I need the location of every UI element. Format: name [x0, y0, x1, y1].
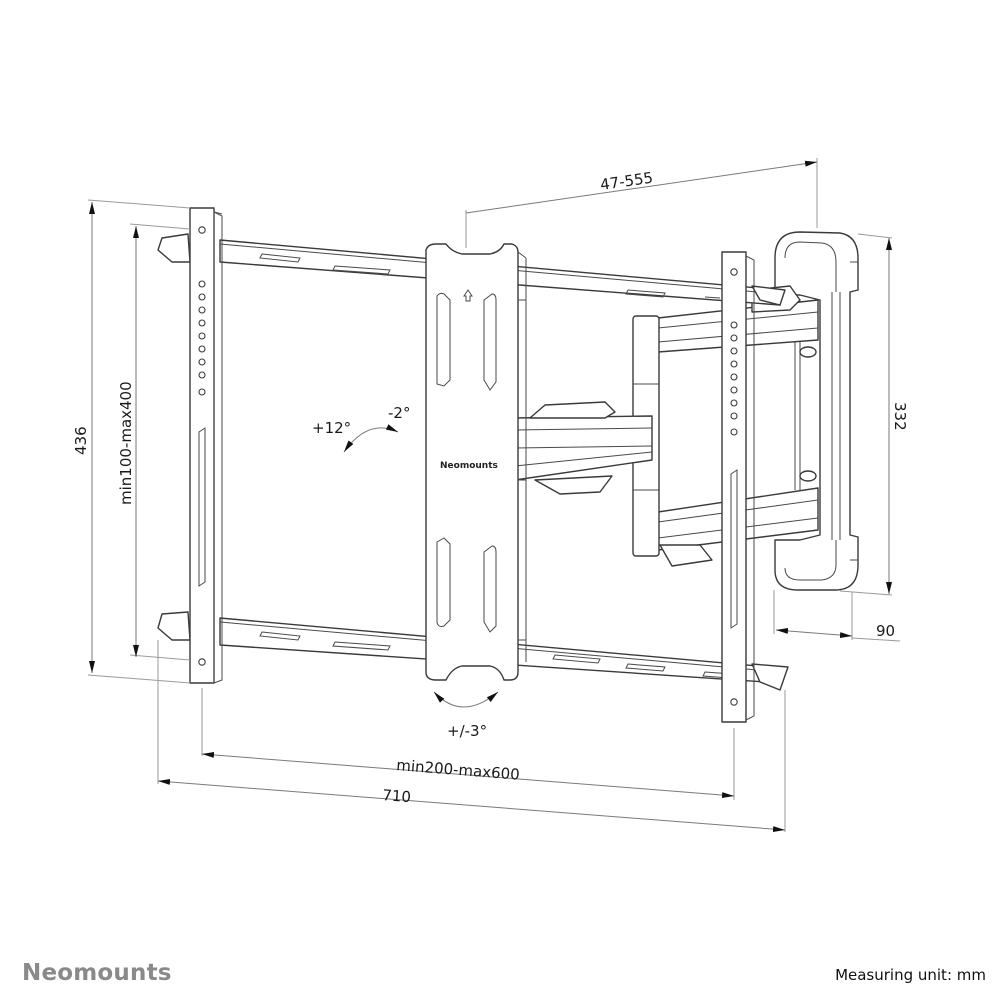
wall-plate-depth-label: 90	[876, 622, 895, 640]
wall-plate	[774, 231, 859, 591]
tilt-down-label: -2°	[388, 404, 410, 422]
left-vesa-strip	[189, 207, 223, 684]
dimension-vesa-vertical	[129, 223, 191, 661]
dimension-total-height	[87, 199, 191, 684]
wall-plate-height-label: 332	[891, 402, 909, 431]
vesa-horizontal-label: min200-max600	[396, 756, 521, 784]
dimension-extension	[465, 158, 818, 248]
articulating-arms	[514, 285, 819, 567]
tilt-arrow	[343, 424, 399, 453]
tilt-up-label: +12°	[312, 419, 351, 437]
dimension-vesa-horizontal	[201, 688, 735, 800]
rotation-arrow	[433, 691, 499, 708]
vesa-vertical-label: min100-max400	[117, 381, 135, 505]
dimension-total-width	[157, 640, 786, 833]
total-height-label: 436	[72, 426, 90, 455]
dimension-wall-plate-depth	[773, 590, 901, 642]
right-vesa-strip	[721, 251, 755, 723]
center-bracket	[425, 243, 527, 681]
bracket-brand-label: Neomounts	[440, 461, 498, 471]
arrow-up-icon	[463, 289, 473, 302]
dimension-wall-plate-height	[839, 233, 893, 596]
total-width-label: 710	[382, 786, 412, 806]
rotation-label: +/-3°	[447, 722, 487, 740]
extension-label: 47-555	[599, 169, 654, 194]
measuring-unit-note: Measuring unit: mm	[835, 966, 986, 984]
footer-brand-logo: Neomounts	[22, 960, 172, 986]
